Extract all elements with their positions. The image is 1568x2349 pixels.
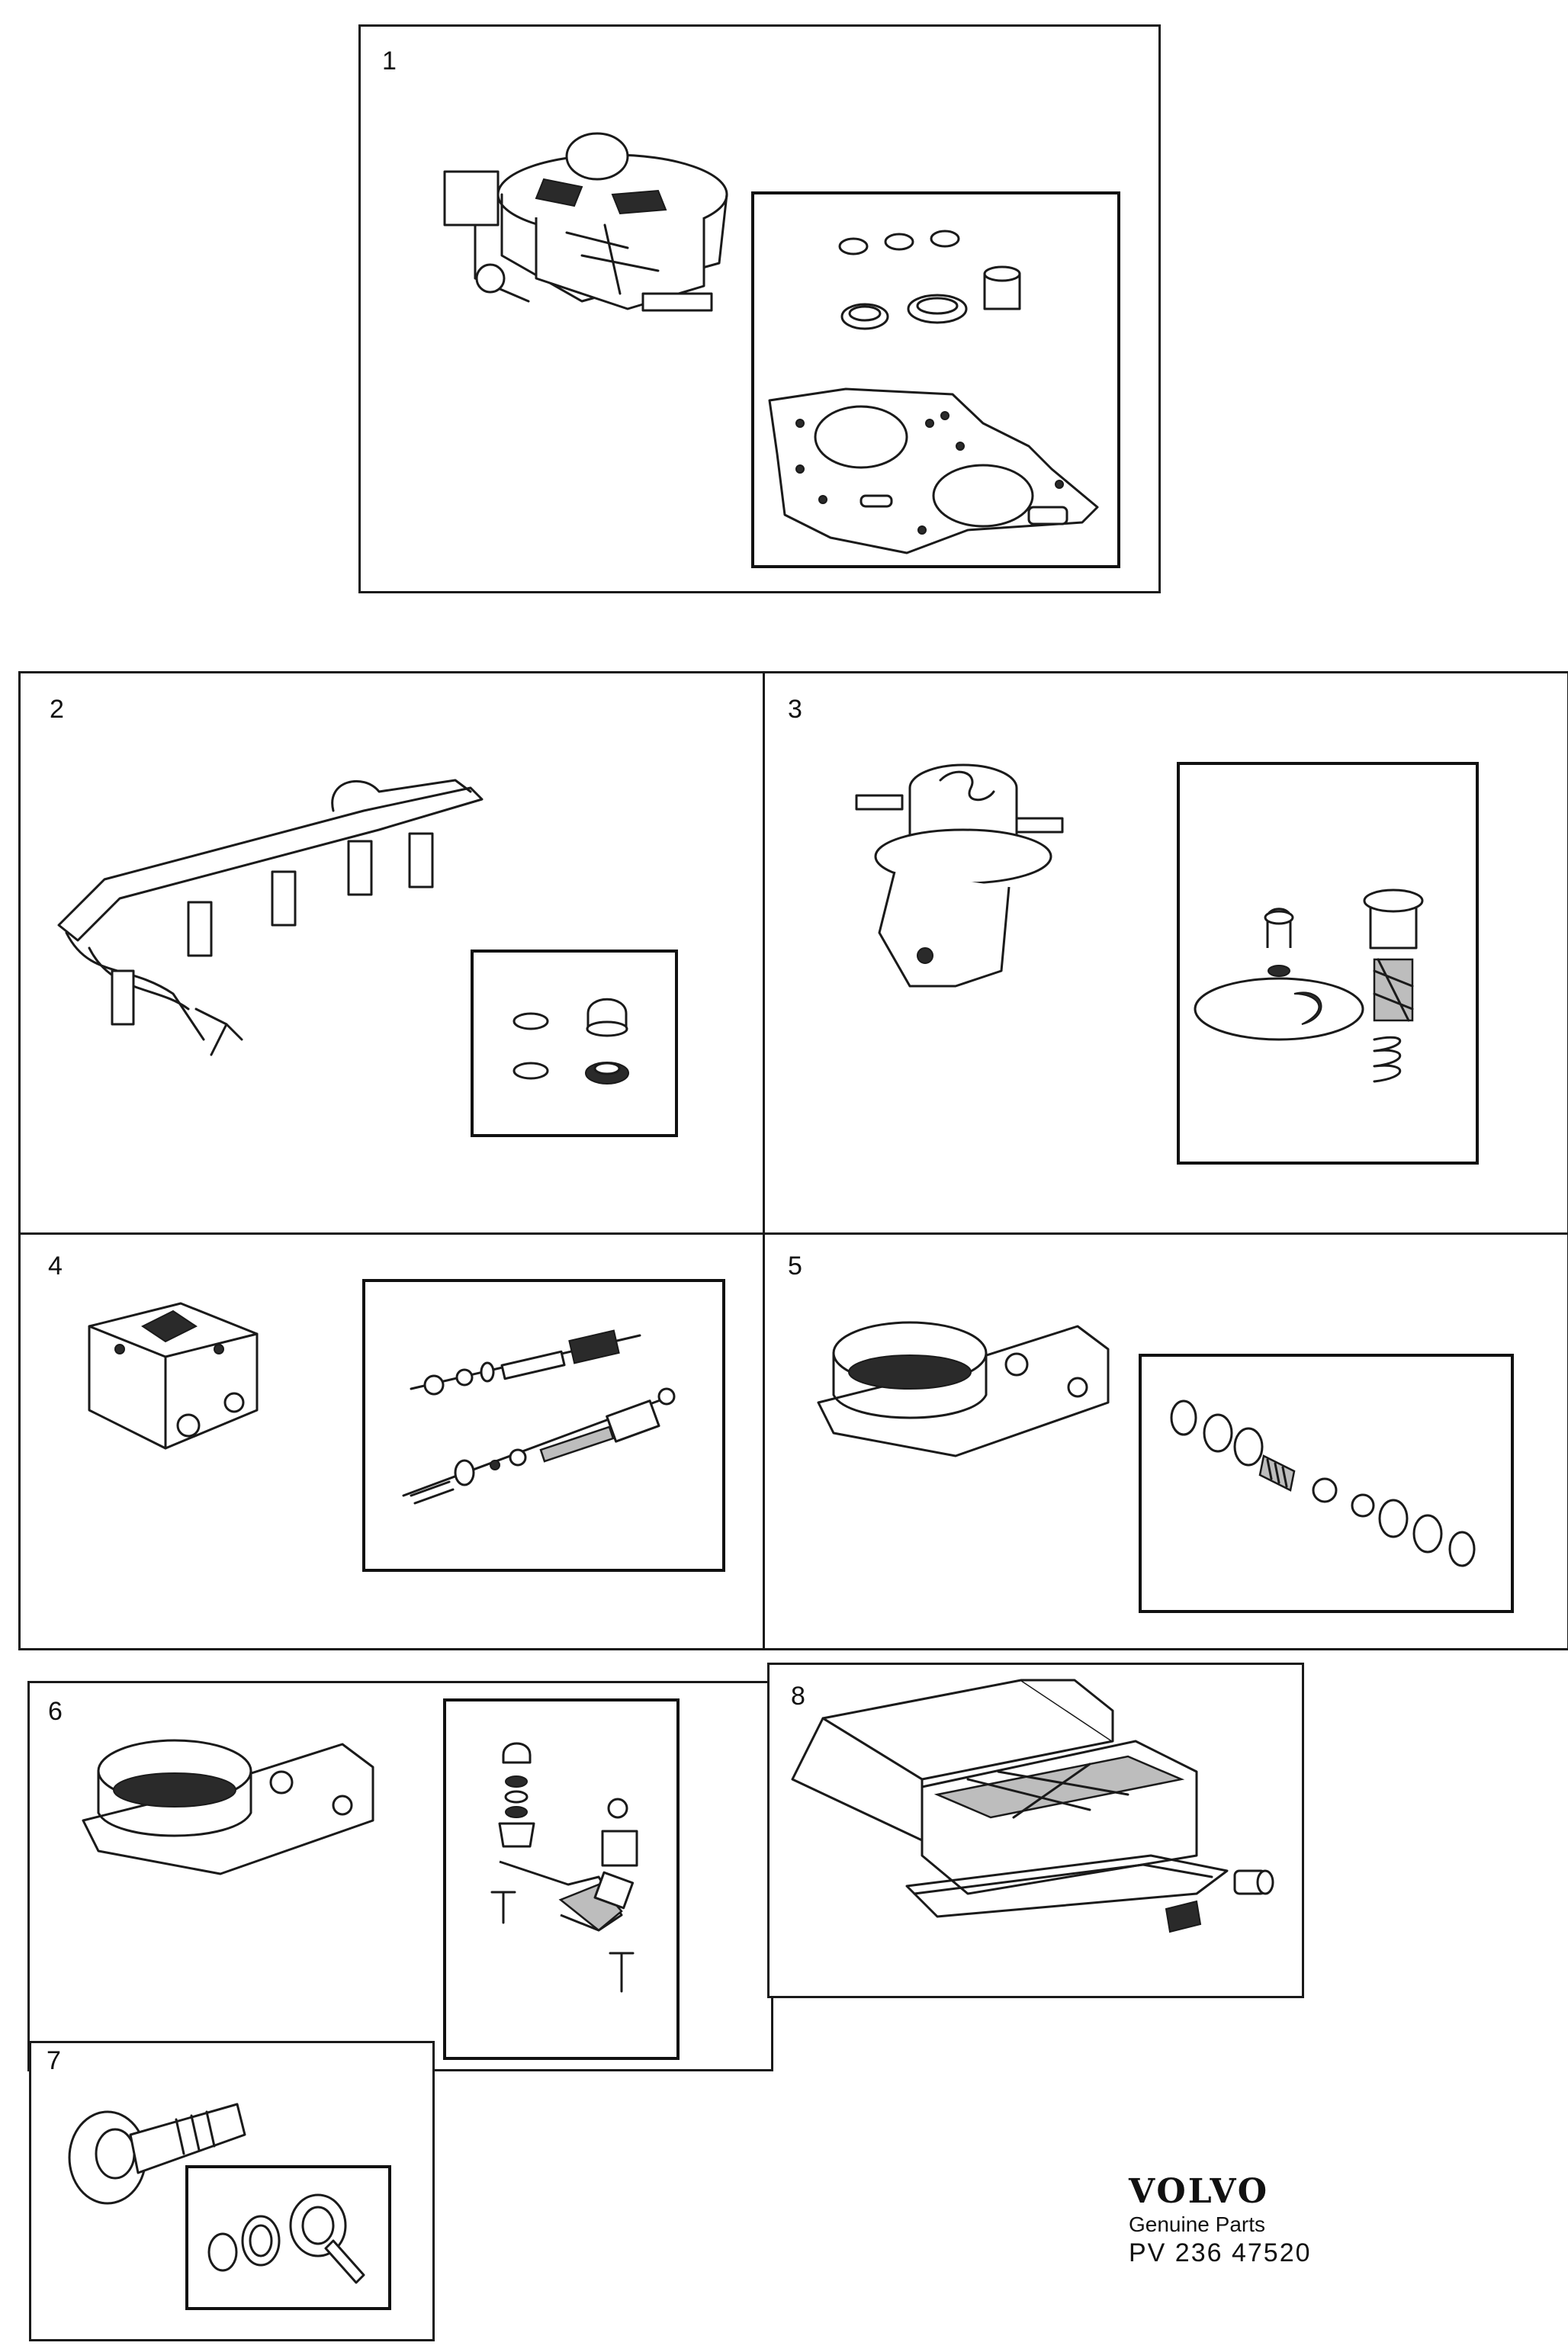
panel-6: 6 [27,1681,773,2071]
linkage-kit-inset [443,1698,680,2060]
panel-number: 8 [791,1682,805,1711]
part-code: PV 236 47520 [1129,2238,1312,2267]
ring-kit-icon [1170,1399,1476,1567]
parts-box-icon [791,1679,1274,1933]
panel-number: 5 [788,1252,802,1281]
panel-4: 4 [18,1232,766,1650]
brand-subtitle: Genuine Parts [1129,2212,1265,2236]
panel-3: 3 [763,671,1568,1236]
panel-number: 4 [48,1252,63,1281]
valve-parts-icon [402,1329,676,1505]
panel-number: 2 [50,695,64,724]
panel-7: 7 [29,2041,435,2341]
valve-kit-inset [362,1279,725,1572]
throttle-housing-icon [817,1321,1110,1457]
valve-seal-icon [207,2193,365,2284]
valve-seal-inset [185,2165,391,2310]
fuel-rail-icon [57,779,484,1056]
pump-kit-icon [1194,889,1424,1083]
panel-5: 5 [763,1232,1568,1650]
brand-block: VOLVO Genuine Parts PV 236 47520 [1129,2172,1373,2268]
ring-kit-inset [1139,1354,1514,1613]
distributor-icon [88,1302,259,1450]
fuel-pump-icon [855,763,1064,988]
panel-number: 3 [788,695,802,724]
panel-2: 2 [18,671,766,1236]
gasket-kit-icon [768,230,1099,554]
seal-kit-inset [471,950,678,1137]
linkage-parts-icon [490,1742,638,1993]
panel-number: 1 [382,47,397,76]
panel-number: 7 [47,2046,61,2075]
volvo-logo: VOLVO [1129,2172,1270,2211]
valve-icon [68,2103,246,2205]
panel-1: 1 [358,24,1161,593]
carburetor-icon [443,132,728,312]
throttle-housing-icon [82,1739,374,1875]
gasket-kit-inset [751,191,1120,568]
panel-number: 6 [48,1697,63,1726]
seal-kit-icon [512,998,629,1085]
panel-8: 8 [767,1663,1304,1998]
pump-kit-inset [1177,762,1479,1165]
